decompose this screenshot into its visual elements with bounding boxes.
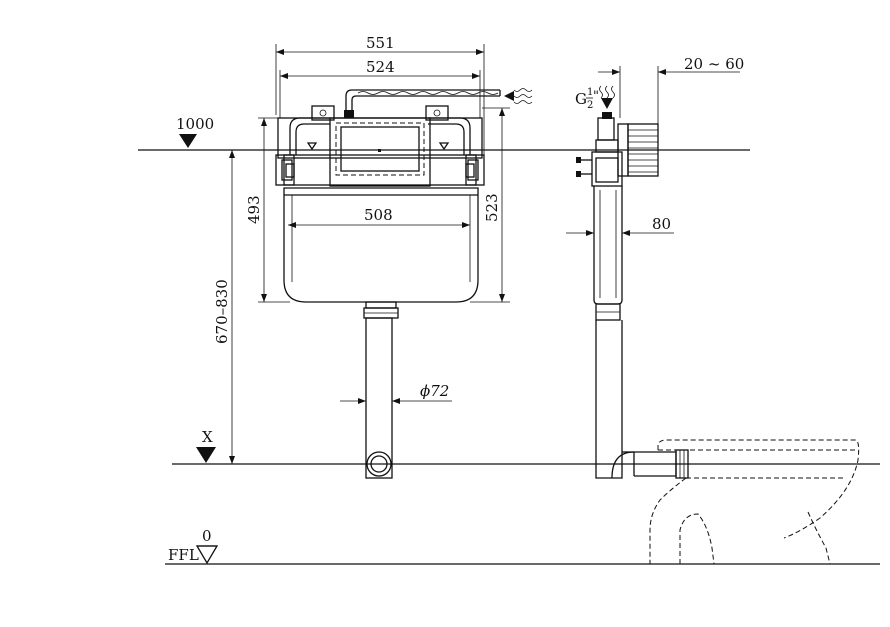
pipe-outlet-circle	[366, 451, 392, 477]
level-1000-label: 1000	[176, 115, 214, 133]
flush-pipe-side	[595, 320, 623, 479]
mounting-lug-right	[425, 105, 449, 121]
floor-value-label: 0	[202, 527, 212, 545]
dimension-80: 80	[652, 215, 671, 233]
side-view-cistern: G 1 2 "	[575, 85, 689, 479]
thread-prefix: G	[575, 90, 587, 108]
front-view-cistern	[275, 88, 533, 479]
tank-body	[283, 187, 479, 303]
inlet-pipe	[345, 89, 500, 118]
dimension-493: 493	[245, 195, 263, 224]
level-triangle-1000	[179, 134, 197, 148]
tank-side-body	[593, 186, 623, 305]
thread-denominator: 2	[587, 100, 593, 111]
dimension-523: 523	[483, 193, 501, 222]
floor-triangle	[195, 545, 219, 565]
water-inlet-icon	[504, 88, 533, 104]
dimension-20-60: 20 ~ 60	[684, 55, 744, 73]
dimension-pipe-diameter: ϕ72	[420, 382, 449, 400]
flush-pipe-front	[365, 317, 393, 479]
dimension-670-830: 670–830	[213, 279, 231, 344]
flexible-hose	[357, 91, 499, 95]
thread-numerator: 1	[587, 87, 593, 98]
dimension-551: 551	[366, 34, 395, 52]
mounting-lug-left	[311, 105, 335, 121]
thread-suffix: "	[593, 89, 599, 104]
side-dimensions: 20 ~ 60 80	[566, 55, 744, 236]
dimension-508: 508	[364, 206, 393, 224]
dimension-524: 524	[366, 58, 395, 76]
level-marker-1000: 1000	[176, 115, 214, 148]
flush-plate-opening	[335, 122, 425, 176]
level-marker-x: X	[196, 428, 216, 463]
side-water-inlet-icon	[599, 85, 615, 109]
adjustable-bracket	[627, 123, 659, 177]
level-x-label: X	[202, 428, 213, 446]
level-triangle-x	[196, 447, 216, 463]
toilet-bowl-outline	[649, 439, 860, 565]
thread-spec: G 1 2 "	[575, 87, 599, 111]
floor-marker: 0 FFL	[168, 527, 219, 565]
front-dimensions: 551 524 508 493 523 670–830	[213, 34, 510, 464]
flush-plate-frame	[329, 117, 431, 187]
floor-label: FFL	[168, 546, 199, 564]
